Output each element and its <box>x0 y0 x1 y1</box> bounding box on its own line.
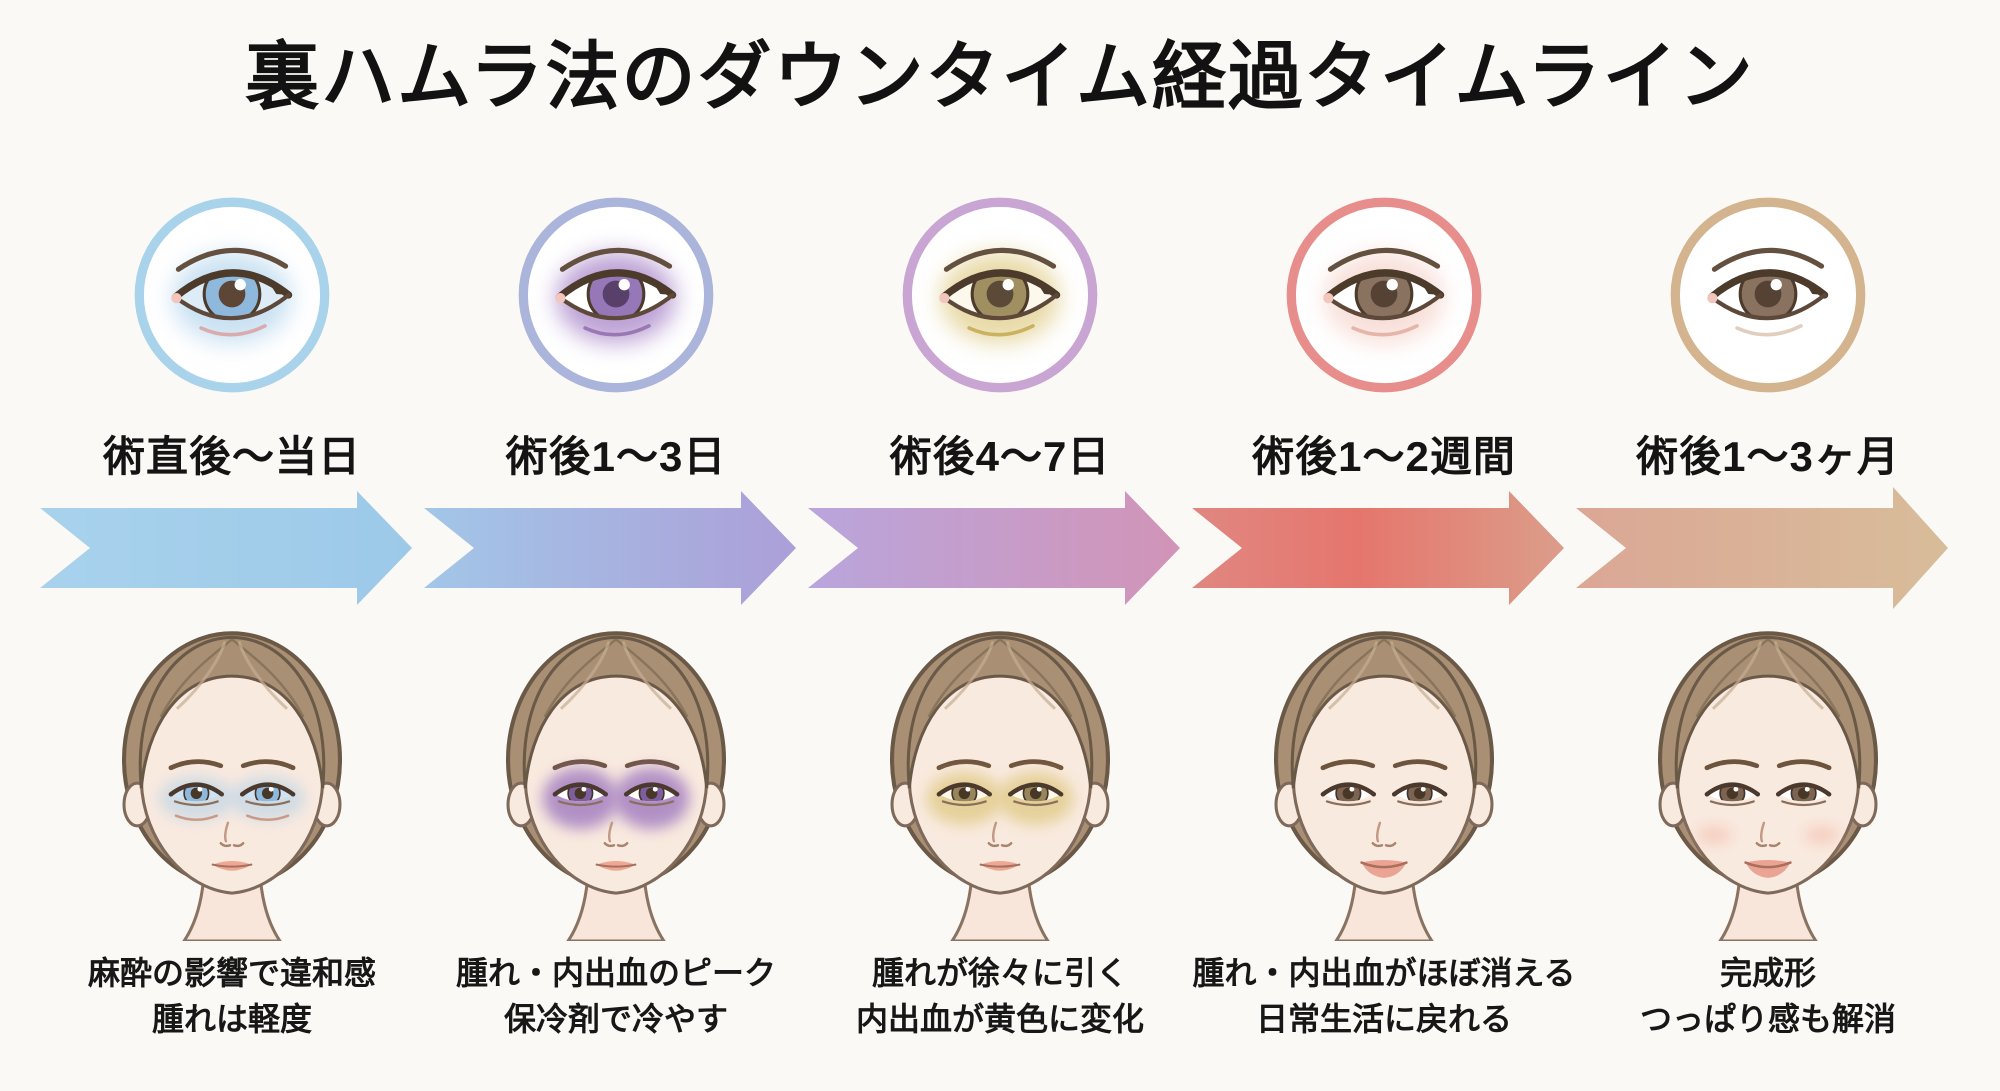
stage-5-caption: 完成形つっぱり感も解消 <box>1576 951 1960 1042</box>
stage-labels-row: 術直後〜当日 術後1〜3日 術後4〜7日 術後1〜2週間 術後1〜3ヶ月 <box>0 423 2000 480</box>
stage-3-caption: 腫れが徐々に引く内出血が黄色に変化 <box>808 951 1192 1042</box>
face-illustrations-row <box>0 615 2000 942</box>
eye-stage-icon <box>902 197 1098 393</box>
stage-2-face <box>424 615 808 942</box>
face-illustration <box>1273 631 1495 942</box>
caption-line-2: 腫れは軽度 <box>151 1000 312 1037</box>
timeline-arrow-segment <box>424 491 796 606</box>
eye-stage-icon <box>1670 197 1866 393</box>
timeline-arrows <box>40 487 1948 610</box>
page-title: 裏ハムラ法のダウンタイム経過タイムライン <box>245 35 1755 118</box>
timeline-arrow-segment <box>1576 487 1948 610</box>
stage-1-caption: 麻酔の影響で違和感腫れは軽度 <box>40 951 424 1042</box>
stage-captions-row: 麻酔の影響で違和感腫れは軽度腫れ・内出血のピーク保冷剤で冷やす腫れが徐々に引く内… <box>0 951 2000 1042</box>
caption-line-1: 腫れ・内出血のピーク <box>455 955 776 992</box>
stage-4-face <box>1192 615 1576 942</box>
timeline-arrow-segment <box>40 491 412 606</box>
stage-eye-circles-row <box>0 191 2000 399</box>
face-illustration <box>121 631 343 942</box>
caption-line-2: つっぱり感も解消 <box>1639 1000 1896 1037</box>
face-illustration <box>505 631 727 942</box>
timeline-arrow-segment <box>1192 491 1564 606</box>
stage-3-face <box>808 615 1192 942</box>
stage-4-caption: 腫れ・内出血がほぼ消える日常生活に戻れる <box>1192 951 1576 1042</box>
stage-4-label: 術後1〜2週間 <box>1252 433 1516 481</box>
stage-2-eye-circle <box>424 191 808 399</box>
stage-2-label: 術後1〜3日 <box>505 433 727 481</box>
caption-line-1: 腫れが徐々に引く <box>871 955 1128 992</box>
caption-line-2: 内出血が黄色に変化 <box>855 1000 1144 1037</box>
timeline-arrow-band <box>0 483 2000 615</box>
eye-stage-icon <box>518 197 714 393</box>
stage-1-label: 術直後〜当日 <box>102 433 361 481</box>
stage-3-eye-circle <box>808 191 1192 399</box>
stage-5-face <box>1576 615 1960 942</box>
caption-line-1: 完成形 <box>1719 955 1816 992</box>
eye-stage-icon <box>1286 197 1482 393</box>
caption-line-2: 保冷剤で冷やす <box>503 1000 728 1037</box>
stage-5-label: 術後1〜3ヶ月 <box>1636 433 1900 481</box>
stage-4-eye-circle <box>1192 191 1576 399</box>
stage-2-caption: 腫れ・内出血のピーク保冷剤で冷やす <box>424 951 808 1042</box>
stage-1-eye-circle <box>40 191 424 399</box>
face-illustration <box>1657 631 1879 942</box>
stage-1-face <box>40 615 424 942</box>
stage-3-label: 術後4〜7日 <box>889 433 1111 481</box>
face-illustration <box>889 631 1111 942</box>
caption-line-1: 腫れ・内出血がほぼ消える <box>1192 955 1576 992</box>
caption-line-2: 日常生活に戻れる <box>1255 1000 1512 1037</box>
eye-stage-icon <box>134 197 330 393</box>
stage-5-eye-circle <box>1576 191 1960 399</box>
timeline-arrow-segment <box>808 491 1180 606</box>
caption-line-1: 麻酔の影響で違和感 <box>87 955 376 992</box>
